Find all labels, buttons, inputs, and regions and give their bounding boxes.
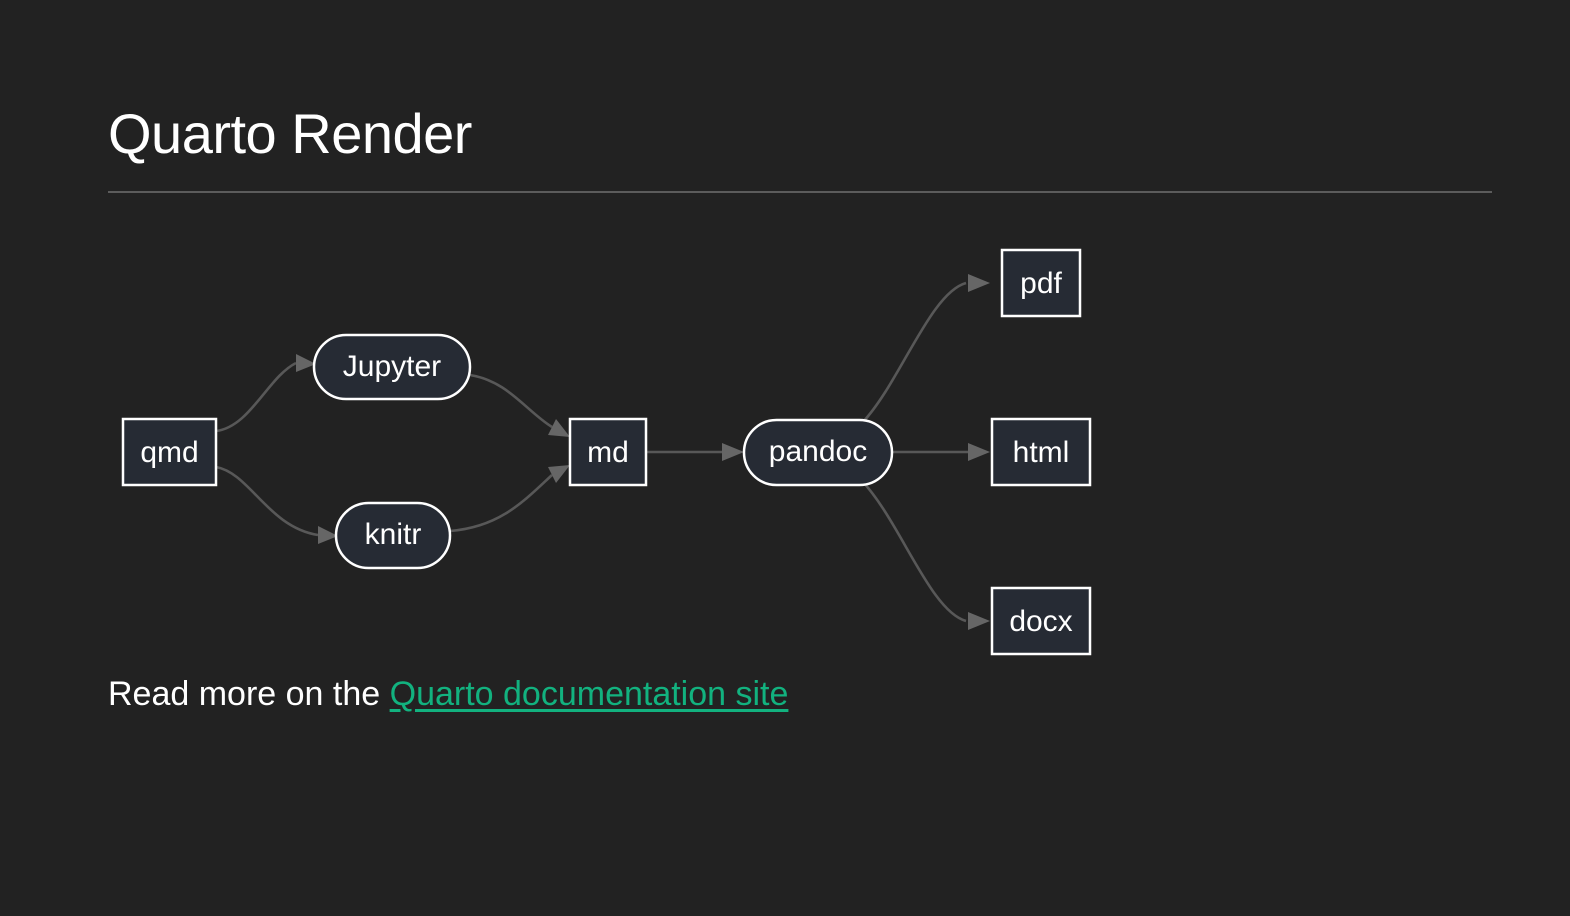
node-jupyter[interactable]: Jupyter — [312, 333, 472, 401]
edge-md-to-pandoc — [646, 443, 744, 461]
edge-line — [449, 474, 553, 533]
node-label: pdf — [1020, 267, 1062, 300]
quarto-render-flowchart: qmd Jupyter knitr md pandoc pdf — [0, 215, 1570, 665]
edge-jupyter-to-md — [469, 373, 570, 437]
node-label: docx — [1009, 605, 1072, 638]
quarto-documentation-link[interactable]: Quarto documentation site — [389, 675, 789, 713]
node-shape — [312, 333, 472, 401]
node-label: html — [1013, 436, 1070, 469]
node-label: knitr — [365, 518, 422, 551]
edge-knitr-to-md — [449, 465, 570, 533]
node-shape — [334, 501, 452, 570]
node-label: pandoc — [769, 435, 867, 468]
edge-line — [215, 465, 319, 537]
edge-pandoc-to-pdf — [861, 274, 990, 424]
node-html[interactable]: html — [990, 417, 1092, 487]
node-label: qmd — [140, 436, 198, 469]
caption: Read more on the Quarto documentation si… — [108, 672, 788, 716]
node-qmd[interactable]: qmd — [121, 417, 218, 487]
edge-line — [861, 480, 967, 623]
caption-prefix: Read more on the — [108, 675, 390, 713]
node-shape — [990, 586, 1092, 656]
title-divider — [108, 191, 1492, 193]
node-docx[interactable]: docx — [990, 586, 1092, 656]
edge-qmd-to-knitr — [215, 465, 338, 544]
arrowhead-icon — [548, 465, 570, 483]
edge-pandoc-to-docx — [861, 480, 990, 630]
node-shape — [1000, 248, 1082, 318]
node-pdf[interactable]: pdf — [1000, 248, 1082, 318]
edge-line — [469, 373, 553, 429]
node-label: Jupyter — [343, 350, 441, 383]
node-shape — [742, 418, 894, 487]
arrowhead-icon — [548, 419, 570, 437]
arrowhead-icon — [318, 526, 338, 544]
arrowhead-icon — [968, 443, 990, 461]
node-shape — [568, 417, 648, 487]
node-pandoc[interactable]: pandoc — [742, 418, 894, 487]
node-label: md — [587, 436, 629, 469]
edge-line — [861, 281, 967, 424]
arrowhead-icon — [296, 354, 316, 372]
node-md[interactable]: md — [568, 417, 648, 487]
arrowhead-icon — [968, 274, 990, 292]
arrowhead-icon — [722, 443, 744, 461]
edge-pandoc-to-html — [892, 443, 990, 461]
arrowhead-icon — [968, 612, 990, 630]
node-shape — [990, 417, 1092, 487]
page-title: Quarto Render — [108, 102, 472, 165]
edge-qmd-to-jupyter — [215, 354, 316, 433]
edge-line — [215, 361, 297, 433]
node-knitr[interactable]: knitr — [334, 501, 452, 570]
node-shape — [121, 417, 218, 487]
